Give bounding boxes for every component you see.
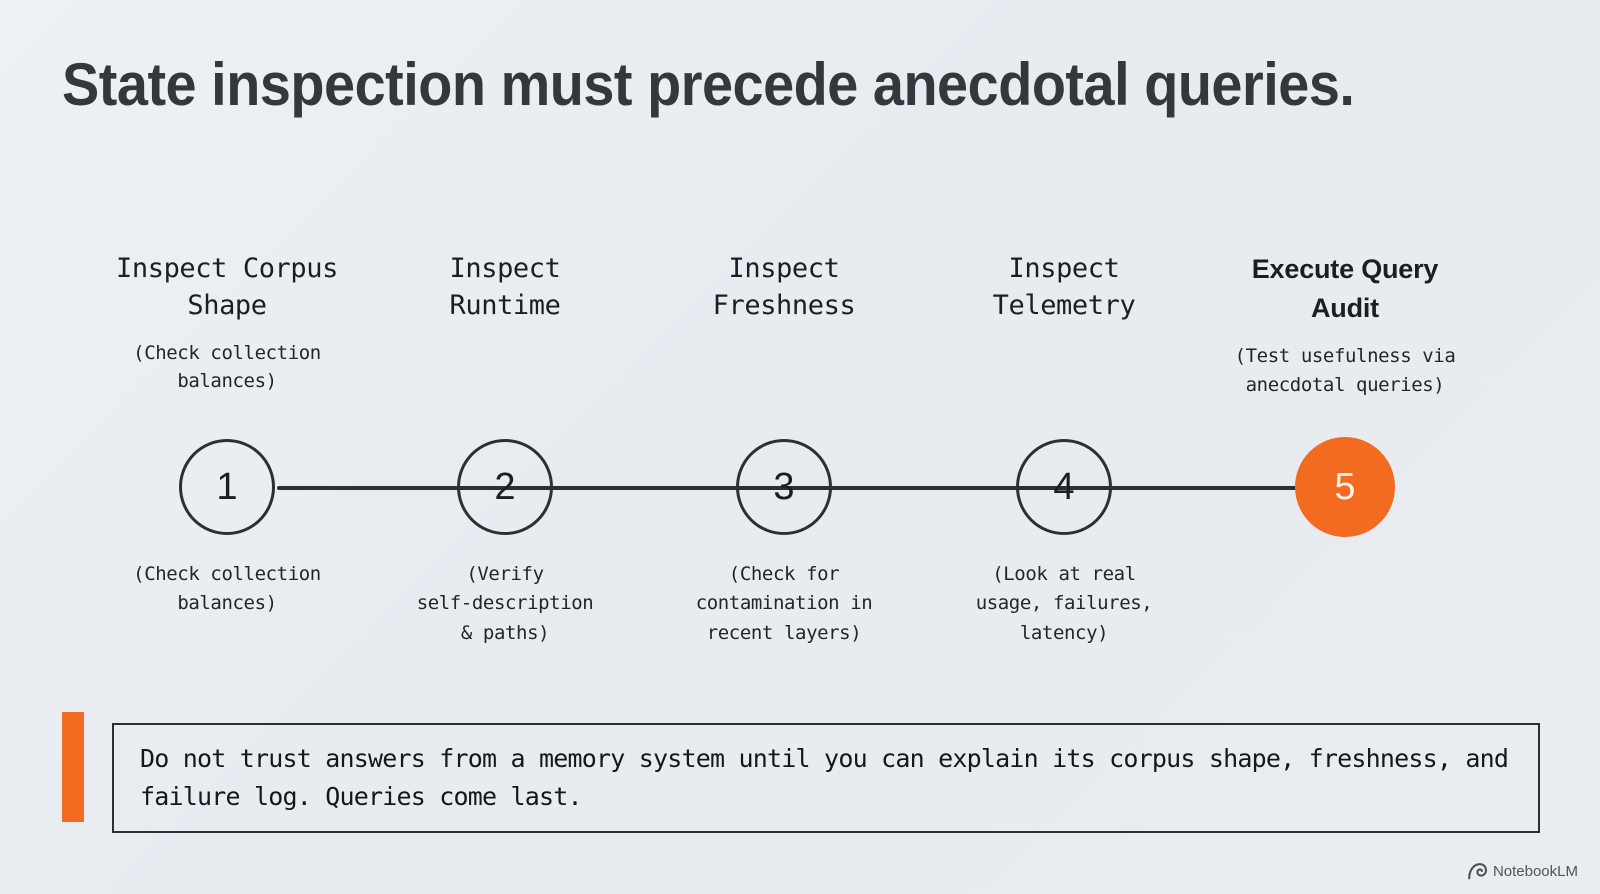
- page-title: State inspection must precede anecdotal …: [62, 51, 1355, 118]
- step-3-note-bottom: (Check for contamination in recent layer…: [695, 563, 873, 644]
- step-5-number: 5: [1334, 465, 1356, 508]
- timeline-step-1[interactable]: Inspect Corpus Shape (Check collection b…: [87, 250, 367, 396]
- step-1-note-top: (Check collection balances): [133, 341, 321, 393]
- step-2-note-bottom: (Verify self-description & paths): [416, 563, 594, 644]
- callout-accent-bar: [62, 712, 84, 822]
- step-4-node[interactable]: 4: [1016, 439, 1112, 535]
- callout: Do not trust answers from a memory syste…: [62, 707, 1540, 833]
- step-5-node-wrap: 5: [1205, 437, 1485, 537]
- step-3-title: Inspect Freshness: [712, 253, 856, 322]
- callout-box: Do not trust answers from a memory syste…: [112, 723, 1540, 833]
- callout-text: Do not trust answers from a memory syste…: [140, 744, 1509, 811]
- step-4-title: Inspect Telemetry: [992, 253, 1136, 322]
- step-3-number: 3: [773, 465, 795, 508]
- step-2-node[interactable]: 2: [457, 439, 553, 535]
- watermark: NotebookLM: [1468, 863, 1578, 880]
- step-4-node-wrap: 4: [924, 437, 1204, 537]
- notebooklm-spiral-icon: [1468, 863, 1487, 880]
- timeline-step-3[interactable]: Inspect Freshness: [644, 250, 924, 339]
- step-3-node-wrap: 3: [644, 437, 924, 537]
- step-4-number: 4: [1053, 465, 1075, 508]
- timeline-step-4[interactable]: Inspect Telemetry: [924, 250, 1204, 339]
- timeline-step-5[interactable]: Execute Query Audit (Test usefulness via…: [1205, 250, 1485, 399]
- step-1-node-wrap: 1: [87, 437, 367, 537]
- step-3-node[interactable]: 3: [736, 439, 832, 535]
- step-1-title: Inspect Corpus Shape: [116, 253, 338, 322]
- step-1-node[interactable]: 1: [179, 439, 275, 535]
- step-5-node[interactable]: 5: [1295, 437, 1395, 537]
- step-5-title: Execute Query Audit: [1251, 254, 1439, 324]
- step-1-note-bottom: (Check collection balances): [133, 563, 321, 615]
- step-1-number: 1: [216, 465, 238, 508]
- timeline-step-2[interactable]: Inspect Runtime: [365, 250, 645, 339]
- step-2-number: 2: [494, 465, 516, 508]
- step-2-title: Inspect Runtime: [449, 253, 561, 322]
- step-4-note-bottom: (Look at real usage, failures, latency): [975, 563, 1153, 644]
- step-2-node-wrap: 2: [365, 437, 645, 537]
- step-5-note-top: (Test usefulness via anecdotal queries): [1234, 345, 1456, 396]
- process-timeline: Inspect Corpus Shape (Check collection b…: [0, 250, 1600, 670]
- watermark-label: NotebookLM: [1492, 863, 1578, 880]
